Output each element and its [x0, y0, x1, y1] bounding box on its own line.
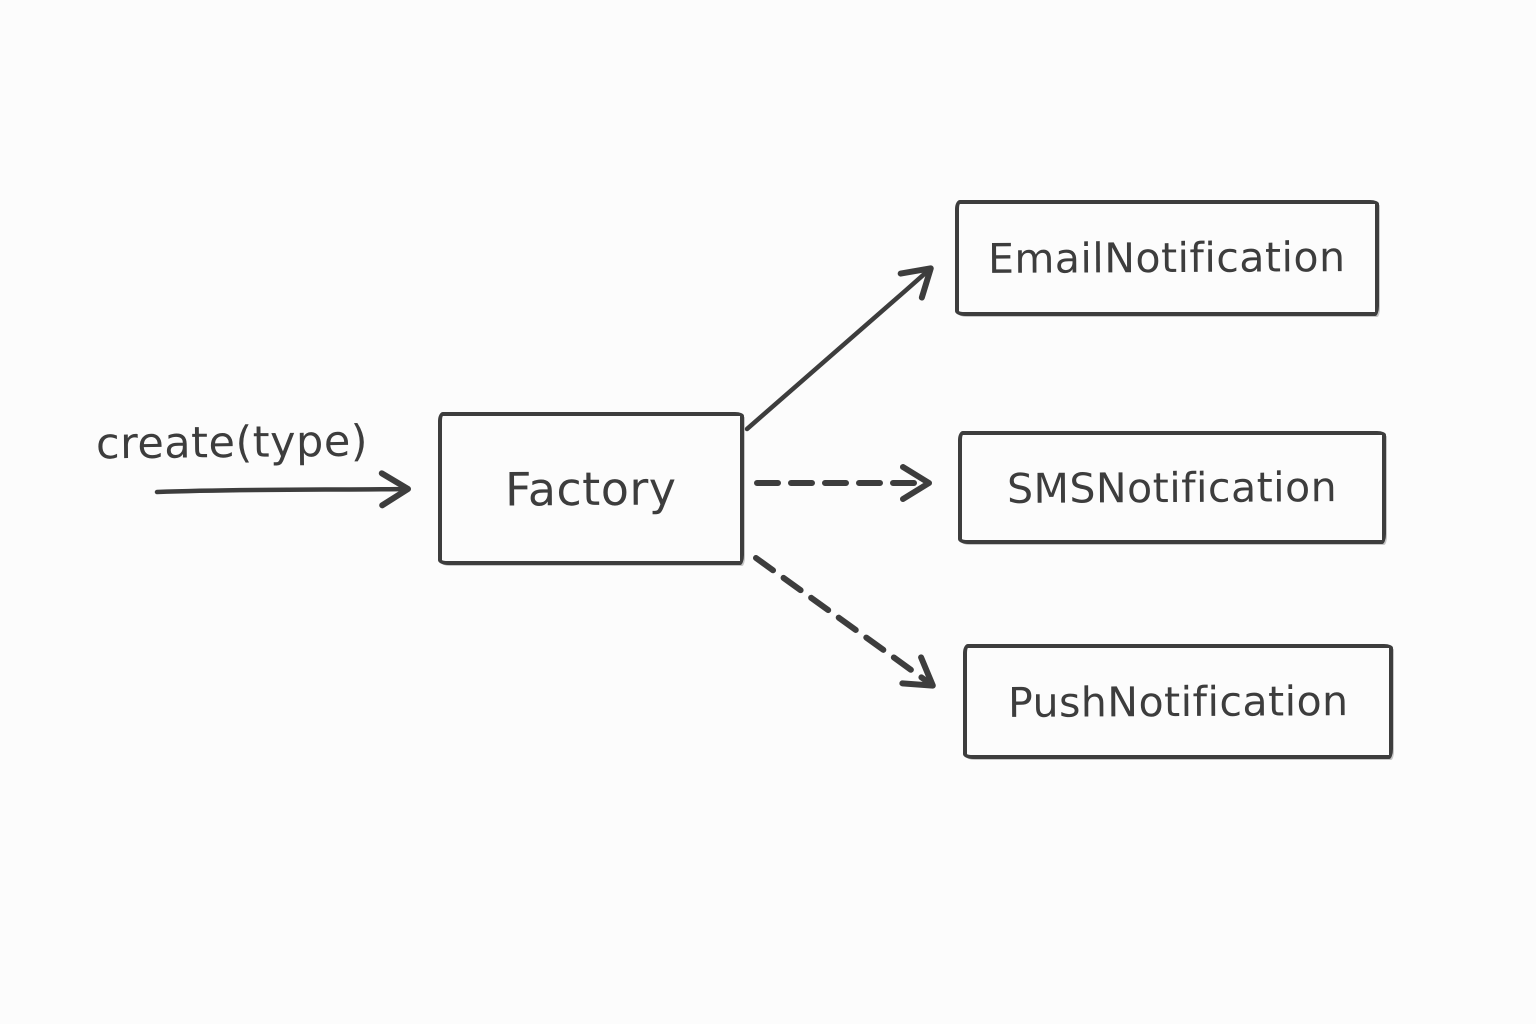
edge-factory-to-email — [744, 265, 934, 432]
node-email-notification: EmailNotification — [955, 200, 1379, 316]
factory-label: Factory — [505, 461, 677, 516]
edge-create-to-factory — [154, 470, 411, 509]
node-sms-notification: SMSNotification — [958, 431, 1386, 544]
node-push-notification: PushNotification — [963, 644, 1393, 759]
edge-factory-to-push — [753, 555, 936, 689]
email-notification-label: EmailNotification — [988, 233, 1346, 283]
node-factory: Factory — [438, 412, 744, 565]
sms-notification-label: SMSNotification — [1006, 462, 1338, 513]
create-type-label: create(type) — [95, 416, 369, 470]
push-notification-label: PushNotification — [1007, 676, 1349, 727]
